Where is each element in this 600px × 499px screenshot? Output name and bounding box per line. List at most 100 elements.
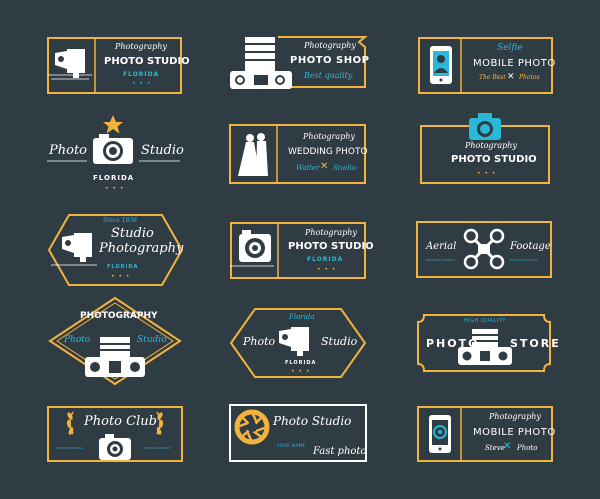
logo-frame bbox=[278, 36, 368, 88]
logo-photo-studio-instant: Photography PHOTO STUDIO FLORIDA • • • bbox=[230, 222, 374, 279]
logo-subtitle: FLORIDA bbox=[285, 360, 317, 366]
dots-decoration: • • • bbox=[105, 185, 125, 192]
logo-frame bbox=[230, 222, 366, 279]
x-separator-icon: ✕ bbox=[507, 72, 515, 82]
logo-script: Selfie bbox=[497, 43, 523, 53]
logo-right-small: PHOTOGRAPHY bbox=[143, 446, 172, 450]
vintage-camera-icon bbox=[279, 327, 309, 356]
logo-left-text: PHOTO bbox=[426, 337, 480, 350]
logo-frame bbox=[417, 406, 553, 462]
logo-left-text: The Best bbox=[479, 74, 506, 81]
lens-camera-icon bbox=[458, 329, 512, 365]
logo-script: Photography bbox=[465, 141, 517, 150]
logo-frame bbox=[48, 296, 182, 386]
logo-studio-photography-hexagon: Since 1938 Studio Photography FLORIDA • … bbox=[47, 213, 184, 287]
logo-subtitle: FLORIDA bbox=[93, 174, 135, 182]
logo-wedding-photo: Photography WEDDING PHOTO Walter ✕ Studi… bbox=[229, 124, 368, 184]
logo-title: Photo Studio bbox=[273, 414, 352, 428]
logo-photo-shop: Photography PHOTO SHOP Best quality bbox=[228, 35, 370, 95]
camera-laurel-icon bbox=[66, 411, 164, 460]
logo-photo-store: HIGH QUALITY PHOTO STORE bbox=[416, 313, 559, 373]
logo-title: PHOTO SHOP bbox=[290, 55, 370, 66]
logo-title: PHOTO STUDIO bbox=[451, 154, 537, 165]
dots-decoration: • • • bbox=[291, 368, 311, 375]
logo-frame bbox=[416, 221, 552, 278]
logo-script: Photography bbox=[305, 228, 357, 237]
logo-script: Photography bbox=[303, 132, 355, 141]
logo-top-text: Since 1938 bbox=[103, 217, 137, 224]
dots-decoration: • • • bbox=[317, 266, 337, 273]
logo-script: Photography bbox=[304, 41, 356, 50]
logo-photo-studio-fast-photo: Photo Studio YOUR NAME Fast photo bbox=[229, 404, 367, 462]
logo-frame bbox=[47, 406, 183, 462]
logo-title: MOBILE PHOTO bbox=[473, 58, 556, 69]
dots-decoration: • • • bbox=[477, 170, 497, 177]
smartphone-aperture-icon bbox=[429, 415, 451, 453]
logo-left-text: Photo bbox=[243, 335, 276, 348]
instant-camera-icon bbox=[239, 230, 271, 262]
logo-mobile-photo-aperture: Photography MOBILE PHOTO Steve ✕ Photo bbox=[417, 406, 555, 462]
logo-script: Photography bbox=[489, 412, 541, 421]
logo-photo-studio-camera-top: Photography PHOTO STUDIO • • • bbox=[420, 112, 550, 185]
logo-bottom-text: Fast photo bbox=[313, 446, 367, 457]
vintage-camera-icon bbox=[62, 233, 92, 262]
camera-icon bbox=[469, 113, 501, 140]
logo-top-text: PHOTOGRAPHY bbox=[80, 311, 158, 321]
logo-script: Photography bbox=[115, 42, 167, 51]
logo-right-text: Footage bbox=[510, 241, 551, 252]
vintage-camera-icon bbox=[55, 49, 85, 78]
camera-lens-icon bbox=[230, 37, 292, 89]
logo-subtitle: Best quality bbox=[304, 71, 353, 80]
dots-decoration: • • • bbox=[132, 80, 152, 87]
camera-star-icon bbox=[47, 115, 180, 164]
logo-left-text: Aerial bbox=[426, 241, 457, 252]
logo-left-text: Photo bbox=[64, 335, 91, 345]
logo-right-text: Studio bbox=[333, 164, 357, 172]
logo-subtitle: FLORIDA bbox=[307, 256, 344, 263]
logo-photography-diamond: PHOTOGRAPHY Photo Studio bbox=[48, 296, 182, 386]
logo-right-text: Studio bbox=[141, 143, 184, 158]
logo-right-small: PHOTOGRAPHY bbox=[510, 258, 539, 262]
drone-icon bbox=[463, 228, 505, 270]
logo-left-small: PROFESSIONAL bbox=[55, 446, 84, 450]
logo-frame bbox=[417, 314, 551, 372]
logo-title: PHOTO STUDIO bbox=[288, 241, 374, 252]
logo-right-text: Studio bbox=[321, 335, 358, 348]
logo-small-text: YOUR NAME bbox=[277, 443, 306, 448]
wedding-couple-icon bbox=[238, 133, 268, 176]
logo-line1: Studio bbox=[111, 226, 154, 241]
logo-left-small: PROFESSIONAL bbox=[426, 258, 455, 262]
logo-title: WEDDING PHOTO bbox=[288, 147, 368, 157]
x-separator-icon: ✕ bbox=[320, 161, 329, 172]
logo-frame bbox=[47, 214, 184, 286]
logo-right-text: Photos bbox=[519, 74, 540, 81]
logo-top-text: Florida bbox=[289, 313, 315, 321]
dots-decoration: • • • bbox=[111, 273, 131, 280]
logo-left-text: Walter bbox=[296, 164, 320, 172]
logo-mobile-photo-selfie: Selfie MOBILE PHOTO The Best ✕ Photos bbox=[418, 37, 556, 94]
logo-photo-studio-star: Photo Studio FLORIDA • • • bbox=[47, 113, 184, 195]
logo-subtitle: FLORIDA bbox=[107, 264, 139, 270]
logo-photo-studio-florida: Photography PHOTO STUDIO FLORIDA • • • bbox=[47, 37, 190, 94]
smartphone-selfie-icon bbox=[430, 46, 452, 84]
logo-photo-club: Photo Club PROFESSIONAL PHOTOGRAPHY bbox=[47, 406, 183, 462]
logo-frame bbox=[229, 404, 367, 462]
logo-right-text: STORE bbox=[510, 337, 561, 350]
logo-title: Photo Club bbox=[84, 414, 157, 429]
logo-frame bbox=[418, 37, 553, 94]
logo-line2: Photography bbox=[99, 241, 184, 256]
logo-subtitle: FLORIDA bbox=[123, 71, 160, 78]
aperture-icon bbox=[234, 409, 270, 445]
lens-camera-icon bbox=[85, 337, 145, 377]
logo-frame bbox=[229, 124, 366, 184]
logo-top-text: HIGH QUALITY bbox=[464, 318, 506, 324]
logo-left-text: Steve bbox=[485, 444, 505, 452]
logo-frame bbox=[47, 37, 182, 94]
logo-right-text: Studio bbox=[137, 335, 167, 345]
logo-title: PHOTO STUDIO bbox=[104, 56, 190, 67]
logo-aerial-footage: Aerial Footage PROFESSIONAL PHOTOGRAPHY bbox=[416, 221, 552, 278]
x-separator-icon: ✕ bbox=[503, 441, 512, 452]
logo-frame bbox=[229, 308, 367, 378]
logo-left-text: Photo bbox=[49, 143, 87, 158]
logo-photo-studio-octagon: Florida Photo Studio FLORIDA • • • bbox=[229, 307, 367, 379]
